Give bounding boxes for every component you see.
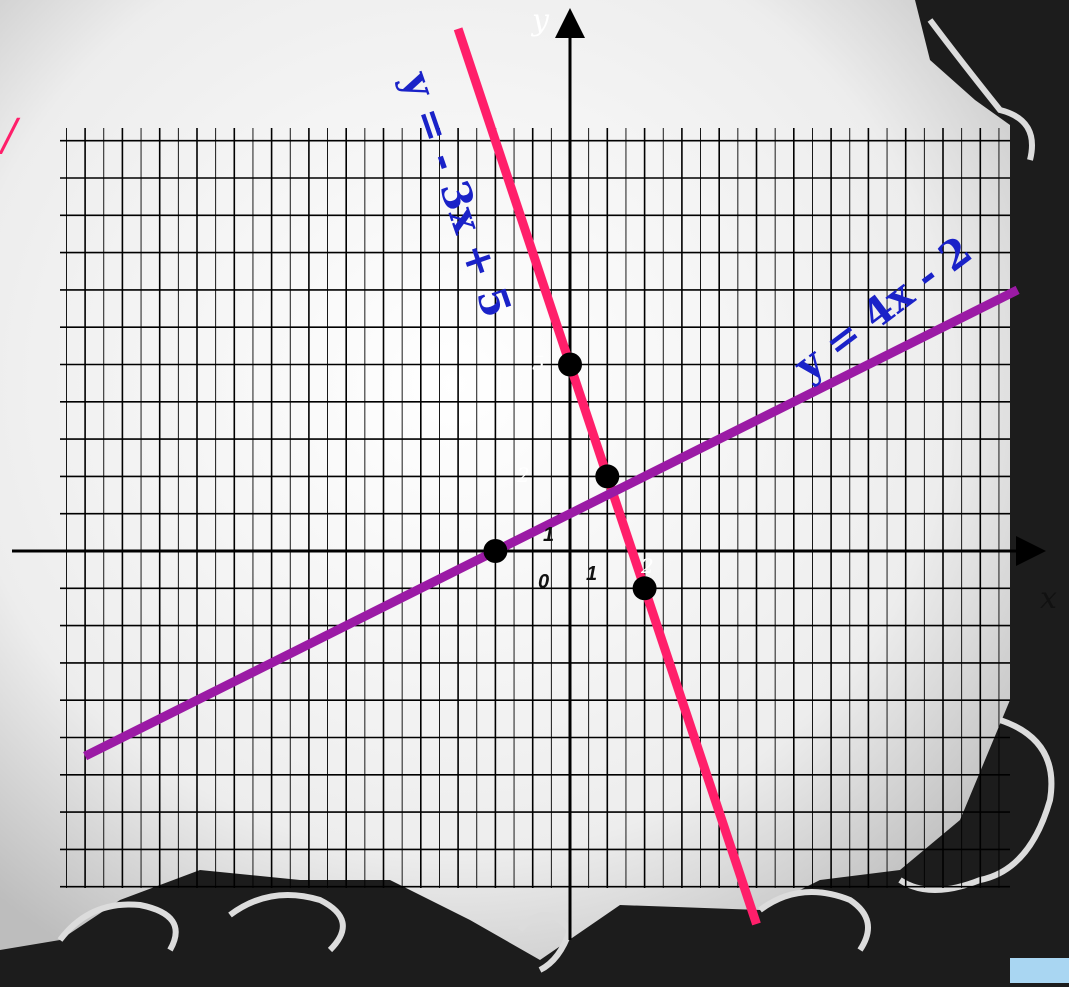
y-tick-label-2: 2 (516, 463, 530, 487)
origin-label: 0 (538, 571, 549, 593)
y-axis-label: y (530, 3, 550, 38)
data-point (558, 352, 582, 377)
frame-panel (0, 0, 1010, 960)
data-point (595, 464, 620, 489)
purple-line (83, 285, 1020, 761)
edge-mark: / (0, 110, 21, 161)
x-tick-label-1: 1 (586, 563, 597, 585)
data-point (632, 576, 657, 601)
x-axis-label: x (1040, 581, 1057, 616)
data-point (483, 539, 508, 563)
axes (12, 8, 1046, 940)
corner-tab (1010, 958, 1069, 983)
x-tick-label-2: 2 (640, 554, 654, 578)
grid (60, 128, 1010, 888)
y-tick-label-5: 5 (532, 351, 545, 375)
intersection-points (483, 352, 657, 601)
y-tick-label-1: 1 (543, 524, 554, 546)
